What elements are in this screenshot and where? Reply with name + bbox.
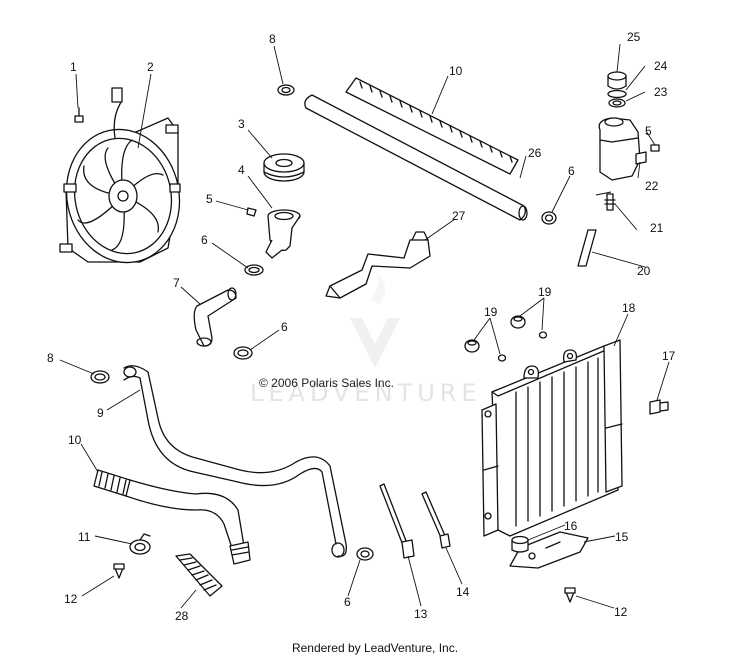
hose-clamp-6b	[233, 346, 253, 360]
formed-hose-part-9	[123, 365, 347, 558]
footer-credit: Rendered by LeadVenture, Inc.	[291, 641, 459, 655]
spacer-part-19c	[497, 354, 507, 362]
reservoir-cap-part-25	[607, 71, 627, 90]
hose-clamp-6d	[356, 547, 374, 561]
callout-22: 22	[645, 179, 659, 193]
callout-14: 14	[456, 585, 470, 599]
seal-part-24	[607, 89, 627, 99]
screw-part-12b	[113, 563, 125, 579]
callout-27: 27	[452, 209, 466, 223]
callout-labels: 1 2 3 4 5 5 6 6 6 6 7 8 8 9 10 10 11 12 …	[47, 30, 676, 623]
callout-1: 1	[70, 60, 77, 74]
spacer-part-19d	[538, 331, 548, 339]
clamp-part-11	[129, 533, 151, 555]
callout-11: 11	[78, 530, 91, 544]
screw-part-5b	[650, 144, 660, 152]
callout-18: 18	[622, 301, 636, 315]
corrugated-hose-part-10a	[345, 77, 519, 175]
screw-part-12a	[564, 587, 576, 603]
grommet-part-19b	[510, 315, 526, 329]
callout-16: 16	[564, 519, 578, 533]
radiator-part-18	[481, 339, 623, 537]
callout-4: 4	[238, 163, 245, 177]
coolant-reservoir-part-22	[598, 117, 647, 181]
corrugated-sleeve-part-28	[175, 553, 223, 597]
tube-part-20	[577, 229, 597, 267]
hose-clamp-6c	[541, 211, 557, 225]
callout-20: 20	[637, 264, 651, 278]
watermark-logo	[350, 272, 400, 368]
callout-8a: 8	[269, 32, 276, 46]
grommet-part-19a	[464, 339, 480, 353]
callout-24: 24	[654, 59, 668, 73]
rod-part-14	[421, 491, 451, 549]
bracket-part-27	[325, 231, 431, 299]
callout-28: 28	[175, 609, 189, 623]
callout-23: 23	[654, 85, 668, 99]
rod-part-13	[379, 483, 415, 559]
callout-19b: 19	[538, 285, 552, 299]
hose-clamp-6a	[244, 264, 264, 276]
leader-lines	[59, 43, 670, 609]
callout-6b: 6	[281, 320, 288, 334]
callout-12b: 12	[614, 605, 628, 619]
screw-part-5a	[246, 207, 257, 217]
callout-19a: 19	[484, 305, 498, 319]
ring-part-23	[608, 98, 626, 108]
callout-6d: 6	[344, 595, 351, 609]
bushing-part-16	[511, 535, 529, 553]
copyright-text: © 2006 Polaris Sales Inc.	[259, 376, 394, 390]
callout-10b: 10	[68, 433, 82, 447]
callout-26: 26	[528, 146, 542, 160]
radiator-cap	[263, 153, 305, 182]
callout-3: 3	[238, 117, 245, 131]
callout-12a: 12	[64, 592, 78, 606]
corrugated-hose-part-10b	[93, 469, 251, 565]
bolt-part-17	[649, 399, 669, 415]
callout-8b: 8	[47, 351, 54, 365]
tube-part-26	[304, 94, 528, 221]
filler-neck	[265, 209, 301, 259]
watermark-text: LEADVENTURE	[250, 379, 482, 407]
elbow-hose-part-7	[193, 287, 237, 347]
fan-assembly	[59, 87, 181, 264]
callout-15: 15	[615, 530, 629, 544]
callout-2: 2	[147, 60, 154, 74]
clamp-part-8a	[277, 84, 295, 96]
callout-9: 9	[97, 406, 104, 420]
callout-5a: 5	[206, 192, 213, 206]
callout-17: 17	[662, 349, 676, 363]
callout-5b: 5	[645, 124, 652, 138]
callout-7: 7	[173, 276, 180, 290]
callout-6a: 6	[201, 233, 208, 247]
screw-part-1	[74, 107, 84, 123]
fitting-part-21	[604, 193, 616, 211]
callout-25: 25	[627, 30, 641, 44]
callout-13: 13	[414, 607, 428, 621]
clamp-part-8b	[90, 370, 110, 384]
callout-21: 21	[650, 221, 664, 235]
callout-10a: 10	[449, 64, 463, 78]
callout-6c: 6	[568, 164, 575, 178]
